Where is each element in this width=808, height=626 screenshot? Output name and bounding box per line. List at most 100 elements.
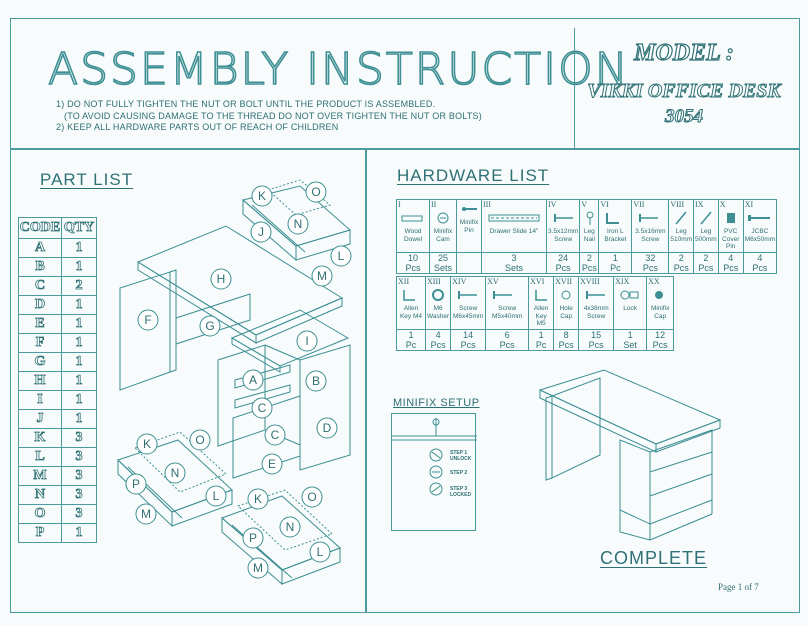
- hardware-number: VI: [600, 200, 609, 209]
- hardware-number: XI: [744, 200, 754, 209]
- model-box: MODEL : VIKKI OFFICE DESK 3054: [574, 28, 793, 148]
- hardware-qty-unit: Pcs: [652, 340, 668, 350]
- part-callout: K: [251, 185, 273, 207]
- hardware-qty-unit: Pcs: [555, 263, 571, 273]
- part-callout: P: [242, 527, 264, 549]
- page-frame: [10, 18, 800, 613]
- hardware-number: XIX: [615, 277, 630, 286]
- callout-letter: K: [143, 437, 151, 451]
- callout-circle: [264, 424, 286, 446]
- hardware-number: VIII: [670, 200, 685, 209]
- callout-letter: O: [307, 490, 316, 504]
- side-panel: [119, 269, 177, 391]
- hardware-qty-value: 1: [408, 330, 414, 340]
- safety-notes: 1) DO NOT FULLY TIGHTEN THE NUT OR BOLT …: [56, 99, 482, 134]
- hardware-qty-value: 10: [407, 253, 418, 263]
- hardware-qty-unit: Pcs: [581, 263, 597, 273]
- callout-letter: M: [253, 561, 263, 575]
- cabinet-top-panel: [230, 309, 350, 373]
- qty-header: QTY: [61, 217, 97, 239]
- callout-letter: I: [305, 334, 308, 348]
- part-callout: E: [261, 453, 283, 475]
- callout-letter: N: [294, 217, 303, 231]
- hole-cap-icon: [561, 290, 571, 300]
- callout-letter: B: [312, 374, 320, 388]
- part-callout: O: [189, 429, 211, 451]
- minifix-step-2: STEP 2: [450, 470, 468, 476]
- callout-letter: P: [249, 531, 257, 545]
- part-callout: C: [251, 397, 273, 419]
- part-callout: F: [137, 309, 159, 331]
- drawer-diagram-right: [221, 489, 341, 586]
- minifix-cap-icon: [655, 291, 664, 299]
- hardware-qty-unit: Pcs: [430, 340, 446, 350]
- hardware-number: XVII: [555, 277, 573, 286]
- part-callout: C: [264, 424, 286, 446]
- dowel-icon: [401, 215, 423, 222]
- hardware-number: V: [581, 200, 588, 209]
- hardware-number: XIII: [427, 277, 441, 286]
- page-number: Page 1 of 7: [718, 582, 759, 592]
- hardware-qty-unit: Pcs: [723, 263, 739, 273]
- part-callout: M: [247, 557, 269, 579]
- complete-label: COMPLETE: [600, 548, 708, 568]
- minifix-cam-icon: [437, 212, 449, 224]
- hardware-number: VII: [633, 200, 645, 209]
- model-label: MODEL :: [634, 39, 735, 66]
- part-callout: D: [316, 417, 338, 439]
- callout-letter: K: [258, 189, 266, 203]
- note-1: 1) DO NOT FULLY TIGHTEN THE NUT OR BOLT …: [56, 99, 436, 109]
- part-callout: H: [210, 268, 232, 290]
- callout-circle: [311, 265, 333, 287]
- screw-icon: [639, 214, 659, 222]
- callout-circle: [305, 181, 327, 203]
- hardware-qty-unit: Pcs: [588, 340, 604, 350]
- hardware-qty-unit: Pcs: [673, 263, 689, 273]
- callout-letter: K: [254, 492, 262, 506]
- callout-circle: [301, 486, 323, 508]
- callout-circle: [330, 245, 352, 267]
- callout-letter: J: [258, 225, 264, 239]
- part-list-title: PART LIST: [40, 170, 134, 189]
- part-list-header: CODE QTY: [18, 217, 97, 239]
- hardware-name: Drawer Slide 14": [489, 228, 539, 235]
- screw-icon: [458, 291, 478, 299]
- complete-desk-drawing: [538, 369, 722, 541]
- callout-letter: L: [317, 545, 324, 559]
- hardware-name: Allen Key M4: [399, 305, 423, 320]
- hardware-qty-value: 14: [463, 330, 474, 340]
- part-callout: N: [164, 462, 186, 484]
- screw-icon: [493, 291, 513, 299]
- part-qty: 1: [61, 409, 97, 429]
- hardware-qty-unit: Pcs: [460, 340, 476, 350]
- part-callout: M: [311, 265, 333, 287]
- hardware-number: XVIII: [580, 277, 600, 286]
- callout-letter: D: [323, 421, 332, 435]
- callout-circle: [205, 485, 227, 507]
- hardware-qty-value: 1: [612, 253, 618, 263]
- part-callout: M: [135, 503, 157, 525]
- callout-circle: [309, 541, 331, 563]
- callout-letter: N: [171, 466, 180, 480]
- hardware-number: X: [719, 200, 726, 209]
- model-name: VIKKI OFFICE DESK: [587, 80, 781, 103]
- part-qty: 1: [61, 238, 97, 258]
- header-divider: [10, 148, 800, 150]
- hardware-number: IV: [548, 200, 557, 209]
